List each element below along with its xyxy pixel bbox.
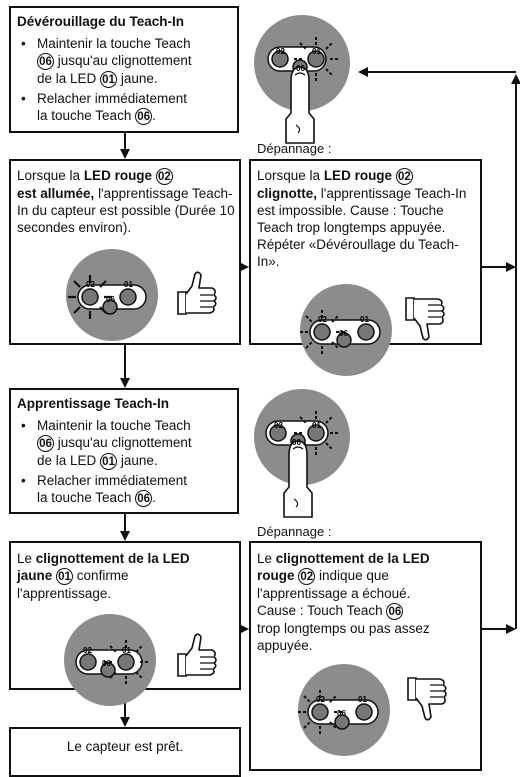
sensor-led-yellow-label: 01 bbox=[312, 421, 321, 430]
led-yellow-number: 01 bbox=[100, 70, 118, 88]
confirm-bold1: clignottement de la LED bbox=[35, 551, 190, 566]
learn-b1-mid: jusqu'au clignottement bbox=[57, 435, 192, 450]
sensor-yellow-blink-illustration bbox=[64, 614, 156, 706]
confirm-post: confirme bbox=[76, 568, 129, 583]
t2-line5: trop longtemps ou pas assez bbox=[257, 620, 430, 636]
confirm-bold2: jaune bbox=[17, 568, 53, 583]
t1-bold1: LED rouge bbox=[323, 168, 393, 183]
thumbs-up-icon bbox=[177, 633, 217, 677]
t2-line6: appuyée. bbox=[257, 637, 313, 653]
troubleshoot-label-2: Dépannage : bbox=[257, 524, 332, 539]
sensor-led-yellow-label: 01 bbox=[312, 47, 321, 56]
sensor-led-yellow-label: 01 bbox=[122, 646, 131, 655]
thumbs-down-icon bbox=[407, 677, 447, 721]
led-yellow-number: 01 bbox=[100, 452, 118, 470]
unlock-b1-text: Maintenir la touche Teach bbox=[37, 36, 191, 51]
confirm-text: Le clignottement de la LED jaune 01 conf… bbox=[17, 550, 239, 602]
unlock-b1-l3: de la LED bbox=[37, 70, 97, 86]
unlock-b1-post: jaune. bbox=[120, 70, 158, 86]
sensor-button-label: 06 bbox=[296, 64, 305, 73]
learn-b2-post: . bbox=[152, 489, 156, 505]
t2-bold2: rouge bbox=[257, 568, 295, 583]
troubleshoot-text-2: Le clignottement de la LED rouge 02 indi… bbox=[257, 550, 479, 654]
ready-pre: Lorsque la bbox=[17, 168, 81, 183]
unlock-b2-l1: Relacher immédiatement bbox=[37, 90, 188, 106]
learn-b1-l3: de la LED bbox=[37, 452, 97, 468]
sensor-led-red-label: 02 bbox=[83, 646, 92, 655]
sensor-red-blink-illustration bbox=[299, 284, 392, 376]
unlock-title: Dévérouillage du Teach-In bbox=[17, 14, 185, 29]
sensor-red-blink-illustration-2 bbox=[297, 664, 390, 756]
t2-line4: Cause : Touch Teach bbox=[257, 602, 383, 618]
final-text: Le capteur est prêt. bbox=[66, 739, 184, 754]
unlock-bullet-2: Relacher immédiatement la touche Teach 0… bbox=[17, 90, 237, 125]
sensor-button-label: 06 bbox=[102, 659, 111, 668]
learn-bullet-1: Maintenir la touche Teach 06 jusqu'au cl… bbox=[17, 417, 237, 470]
sensor-led-red-label: 02 bbox=[274, 421, 283, 430]
sensor-button-label: 06 bbox=[106, 295, 115, 304]
troubleshoot-text-1: Lorsque la LED rouge 02 clignotte, l'app… bbox=[257, 167, 479, 270]
unlock-text: Dévérouillage du Teach-In Maintenir la t… bbox=[17, 13, 237, 125]
teach-button-number: 06 bbox=[135, 489, 153, 507]
sensor-led-red-label: 02 bbox=[316, 695, 325, 704]
unlock-bullet-1: Maintenir la touche Teach 06 jusqu'au cl… bbox=[17, 35, 237, 88]
t1-rest: l'apprentissage Teach-In est impossible.… bbox=[257, 185, 467, 269]
t1-bold2: clignotte, bbox=[257, 185, 317, 201]
sensor-red-on-illustration bbox=[66, 249, 158, 341]
t2-pre: Le bbox=[257, 551, 273, 566]
unlock-b1-mid: jusqu'au clignottement bbox=[57, 53, 192, 68]
confirm-pre: Le bbox=[17, 551, 33, 566]
learn-bullet-2: Relacher immédiatement la touche Teach 0… bbox=[17, 472, 237, 507]
t2-post: indique que bbox=[319, 568, 389, 583]
sensor-led-yellow-label: 01 bbox=[360, 315, 369, 324]
sensor-button-label: 06 bbox=[339, 329, 348, 338]
t2-line3: l'apprentissage a échoué. bbox=[257, 585, 411, 601]
learn-b1-text: Maintenir la touche Teach bbox=[37, 418, 191, 433]
sensor-unlock-illustration bbox=[254, 15, 350, 144]
ready-bold1: LED rouge bbox=[83, 168, 153, 183]
learn-title: Apprentissage Teach-In bbox=[17, 396, 170, 411]
sensor-learn-illustration bbox=[254, 389, 350, 518]
sensor-led-red-label: 02 bbox=[276, 47, 285, 56]
t2-bold1: clignottement de la LED bbox=[275, 551, 430, 566]
ready-bold2: est allumée, bbox=[17, 185, 95, 201]
unlock-b2-l2: la touche Teach bbox=[37, 107, 132, 123]
sensor-led-red-label: 02 bbox=[318, 315, 327, 324]
thumbs-down-icon bbox=[405, 297, 445, 341]
learn-b1-post: jaune. bbox=[120, 452, 158, 468]
unlock-b2-post: . bbox=[152, 107, 156, 123]
red-led-on-text: Lorsque la LED rouge 02 est allumée, l'a… bbox=[17, 167, 239, 236]
sensor-led-yellow-label: 01 bbox=[358, 695, 367, 704]
diagram-graphics: 02 01 06 02 01 06 02 01 06 02 01 06 bbox=[64, 15, 520, 756]
ready-rest: l'apprentissage Teach-In du capteur est … bbox=[17, 185, 235, 235]
thumbs-up-icon bbox=[177, 271, 217, 315]
sensor-button-label: 06 bbox=[292, 438, 301, 447]
teach-button-number: 06 bbox=[135, 107, 153, 125]
sensor-led-yellow-label: 01 bbox=[124, 280, 133, 289]
learn-b2-l1: Relacher immédiatement bbox=[37, 472, 188, 488]
troubleshoot-label-1: Dépannage : bbox=[257, 141, 332, 156]
sensor-button-label: 06 bbox=[337, 709, 346, 718]
learn-b2-l2: la touche Teach bbox=[37, 489, 132, 505]
confirm-line3: l'apprentissage. bbox=[17, 585, 112, 601]
t1-pre: Lorsque la bbox=[257, 168, 321, 183]
learn-text: Apprentissage Teach-In Maintenir la touc… bbox=[17, 395, 237, 507]
sensor-led-red-label: 02 bbox=[86, 280, 95, 289]
